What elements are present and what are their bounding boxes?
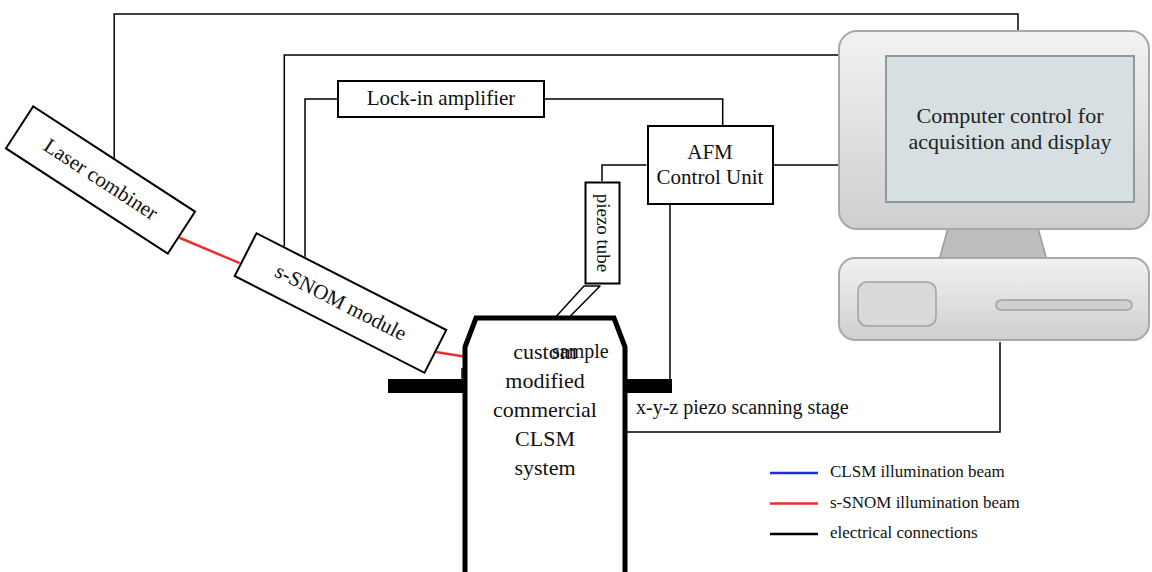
node-label: Lock-in amplifier bbox=[367, 86, 516, 111]
connector bbox=[602, 165, 647, 182]
legend-text: electrical connections bbox=[830, 523, 978, 543]
node-label: Laser combiner bbox=[38, 134, 162, 227]
legend-sample bbox=[770, 472, 818, 475]
connector bbox=[774, 164, 839, 166]
connector bbox=[545, 99, 723, 125]
node-label: s-SNOM module bbox=[270, 259, 410, 347]
connector bbox=[305, 99, 337, 257]
legend-text: CLSM illumination beam bbox=[830, 462, 1005, 482]
amplifier-box: Lock-in amplifier bbox=[337, 80, 545, 118]
legend-text: s-SNOM illumination beam bbox=[830, 493, 1020, 513]
computer-outline bbox=[838, 30, 1150, 342]
sample-label: sample bbox=[552, 340, 609, 363]
node-label: piezo tube bbox=[591, 194, 614, 273]
node-label: AFM Control Unit bbox=[655, 140, 766, 190]
stage-label: x-y-z piezo scanning stage bbox=[636, 396, 849, 419]
connector bbox=[179, 238, 240, 264]
legend-sample bbox=[770, 502, 818, 505]
stage-bar bbox=[388, 379, 468, 393]
laser-box: Laser combiner bbox=[4, 105, 196, 255]
stage-wire bbox=[669, 205, 671, 379]
control-box: AFM Control Unit bbox=[647, 125, 774, 205]
connector bbox=[284, 55, 838, 247]
computer: Computer control for acquisition and dis… bbox=[838, 30, 1150, 342]
module-box: s-SNOM module bbox=[233, 232, 447, 374]
node-label: Computer control for acquisition and dis… bbox=[890, 60, 1130, 198]
legend-sample bbox=[770, 533, 818, 536]
connector bbox=[626, 342, 1000, 432]
piezo-tube: piezo tube bbox=[584, 182, 620, 285]
